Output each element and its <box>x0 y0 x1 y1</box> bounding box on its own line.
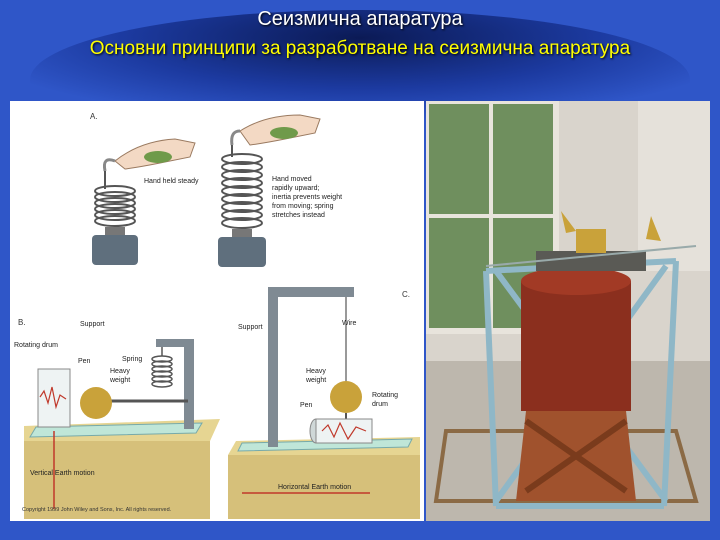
support-right-arm <box>268 287 354 297</box>
copyright-text: Copyright 1999 John Wiley and Sons, Inc.… <box>22 507 172 513</box>
horizontal-motion-label: Horizontal Earth motion <box>278 484 351 491</box>
spring-1 <box>94 171 136 227</box>
ground-right <box>228 455 420 519</box>
label-b: B. <box>18 318 26 327</box>
label-a: A. <box>90 112 98 121</box>
weight-hook-1 <box>105 227 125 235</box>
support-right-post <box>268 287 278 447</box>
hand-moved-line: rapidly upward; <box>272 185 320 192</box>
hand-steady-label: Hand held steady <box>144 178 199 185</box>
hand-moved-label: Hand moved rapidly upward; inertia preve… <box>272 176 342 219</box>
hand-moved-line: Hand moved <box>272 176 312 183</box>
hand-2 <box>230 114 321 146</box>
heavy-weight-right-label: Heavy <box>306 368 326 375</box>
support-left-post <box>184 339 194 429</box>
weight-1 <box>92 235 138 265</box>
rotating-drum-left-label: Rotating drum <box>14 342 58 349</box>
wire-label: Wire <box>342 320 356 327</box>
rotating-drum-right-label: Rotating <box>372 392 398 399</box>
photo-svg <box>426 101 710 521</box>
heavy-weight-right-label-2: weight <box>305 377 326 384</box>
diagram-svg: A. Hand held steady <box>14 112 420 519</box>
red-drum-body <box>521 281 631 411</box>
vertical-motion-label: Vertical Earth motion <box>30 470 95 477</box>
rotating-drum-right-label-2: drum <box>372 401 388 408</box>
support-left-label: Support <box>80 321 105 328</box>
seismometer-diagram: A. Hand held steady <box>10 101 424 521</box>
weight-2 <box>218 237 266 267</box>
heavy-weight-right <box>330 381 362 413</box>
seismogram-left <box>39 386 67 410</box>
weight-hook-2 <box>232 229 252 237</box>
heavy-weight-left-label-2: weight <box>109 377 130 384</box>
heavy-weight-left <box>80 387 112 419</box>
spring-2 <box>221 145 263 229</box>
pen-right-label: Pen <box>300 402 313 409</box>
spring-label: Spring <box>122 356 142 363</box>
slide-title: Сеизмична апаратура <box>257 8 463 30</box>
hand-moved-line: stretches instead <box>272 212 325 219</box>
slide-subtitle: Основни принципи за разработване на сеиз… <box>89 38 631 59</box>
mechanism-top <box>536 251 646 271</box>
seismogram-right <box>321 421 367 441</box>
label-c: C. <box>402 290 410 299</box>
hand-moved-line: from moving; spring <box>272 203 334 210</box>
heavy-weight-left-label: Heavy <box>110 368 130 375</box>
spring-b <box>151 347 173 388</box>
ground-left <box>24 441 210 519</box>
seismograph-photo <box>426 101 710 521</box>
hand-moved-line: inertia prevents weight <box>272 194 342 201</box>
support-left-arm <box>156 339 194 347</box>
base-plate-left <box>29 422 203 438</box>
hand-1 <box>103 138 196 172</box>
pen-left-label: Pen <box>78 358 91 365</box>
support-right-label: Support <box>238 324 263 331</box>
